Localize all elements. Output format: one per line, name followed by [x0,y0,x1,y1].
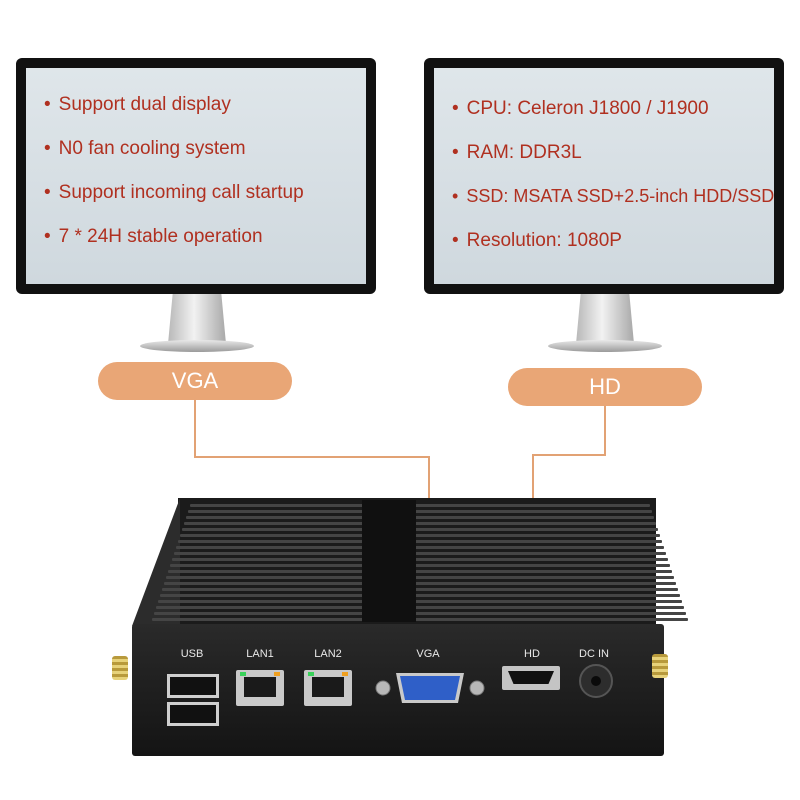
left-monitor-bezel: • Support dual display • N0 fan cooling sy… [16,58,376,294]
heatsink-fin [164,582,676,585]
rj45-socket [312,677,344,697]
heatsink-fin [156,606,684,609]
mini-pc-top [178,498,656,626]
dc-in-port [579,664,613,698]
heatsink-fin [168,570,672,573]
vga-connector-line [194,456,430,458]
vga-screw [469,680,485,696]
right-monitor-stand-neck [576,294,634,344]
heatsink-fin [178,540,662,543]
hd-connector-line [604,406,606,456]
link-led [240,672,246,676]
heatsink-fin [186,516,654,519]
feature-item: • 7 * 24H stable operation [44,226,263,248]
lan1-port-label: LAN1 [246,648,274,660]
feature-item: • Support incoming call startup [44,182,304,204]
feature-text: CPU: Celeron J1800 / J1900 [466,98,709,119]
feature-text: 7 * 24H stable operation [58,226,263,247]
lan2-port [304,670,352,706]
dc-in-pin [591,676,601,686]
antenna-connector [652,654,668,678]
feature-item: • SSD: MSATA SSD+2.5-inch HDD/SSD [452,186,774,207]
bullet: • [44,138,51,159]
hd-label-pill: HD [508,368,702,406]
lan2-port-label: LAN2 [314,648,342,660]
heatsink-fin [190,504,650,507]
lan1-port [236,670,284,706]
feature-item: • CPU: Celeron J1800 / J1900 [452,98,709,120]
activity-led [274,672,280,676]
heatsink-fin [162,588,678,591]
rj45-socket [244,677,276,697]
usb-port-label: USB [180,648,204,660]
vga-connector-line [194,400,196,458]
heatsink-fin [154,612,686,615]
heatsink-fin [180,534,660,537]
feature-item: • N0 fan cooling system [44,138,246,160]
heatsink-fin [160,594,680,597]
hdmi-port [502,666,560,690]
bullet: • [44,94,51,115]
vga-screw [375,680,391,696]
feature-item: • Support dual display [44,94,231,116]
vga-port-label: VGA [416,648,440,660]
feature-text: Resolution: 1080P [466,230,622,251]
vga-insert [400,676,460,700]
activity-led [342,672,348,676]
hdmi-slot [508,671,554,684]
right-monitor-stand-base [548,340,662,352]
heatsink-fin [188,510,652,513]
bullet: • [44,182,51,203]
heatsink-fin [176,546,664,549]
mini-pc-front-panel [132,624,664,756]
heatsink-fin [170,564,670,567]
bullet: • [452,142,459,163]
usb-port [167,674,219,698]
heatsink-fin [182,528,658,531]
dc-in-port-label: DC IN [579,648,609,660]
heatsink-fin [184,522,656,525]
hd-connector-line [534,454,606,456]
vga-port [375,673,485,703]
feature-item: • RAM: DDR3L [452,142,582,164]
bullet: • [452,230,459,251]
heatsink-fin [152,618,688,621]
feature-item: • Resolution: 1080P [452,230,622,252]
link-led [308,672,314,676]
antenna-connector [112,656,128,680]
vga-label-pill: VGA [98,362,292,400]
feature-text: RAM: DDR3L [466,142,582,163]
bullet: • [452,186,459,206]
usb-port [167,702,219,726]
hdmi-port-label: HD [524,648,540,660]
heatsink-fin [172,558,668,561]
feature-text: SSD: MSATA SSD+2.5-inch HDD/SSD [466,186,775,206]
heatsink-groove [362,500,416,622]
left-monitor-stand-base [140,340,254,352]
heatsink-fin [158,600,682,603]
bullet: • [452,98,459,119]
bullet: • [44,226,51,247]
feature-text: Support dual display [58,94,231,115]
feature-text: Support incoming call startup [58,182,304,203]
right-monitor-bezel: •CPU: Celeron J1800 / J1900 •RAM: DDR3L … [424,58,784,294]
left-monitor-stand-neck [168,294,226,344]
feature-text: N0 fan cooling system [58,138,246,159]
left-monitor-screen: • Support dual display • N0 fan cooling sy… [26,68,366,284]
heatsink-fin [174,552,666,555]
heatsink-fin [166,576,674,579]
right-monitor-screen: •CPU: Celeron J1800 / J1900 •RAM: DDR3L … [434,68,774,284]
